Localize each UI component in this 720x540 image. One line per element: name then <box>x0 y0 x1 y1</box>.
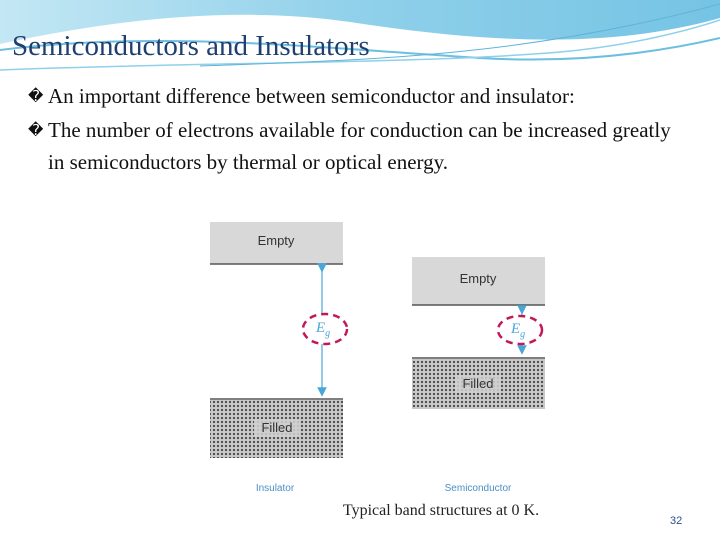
insulator-label: Insulator <box>256 483 295 494</box>
insulator-filled-label: Filled <box>261 420 292 435</box>
semiconductor-empty-label: Empty <box>460 271 497 286</box>
page-number: 32 <box>670 515 682 527</box>
semiconductor-filled-label: Filled <box>462 376 493 391</box>
figure-caption: Typical band structures at 0 K. <box>343 502 539 519</box>
semiconductor-diagram: Empty Eg Filled Semiconductor <box>412 257 545 494</box>
insulator-diagram: Empty Eg Filled Insulator <box>210 222 347 494</box>
insulator-empty-label: Empty <box>258 233 295 248</box>
semiconductor-label: Semiconductor <box>445 483 512 494</box>
